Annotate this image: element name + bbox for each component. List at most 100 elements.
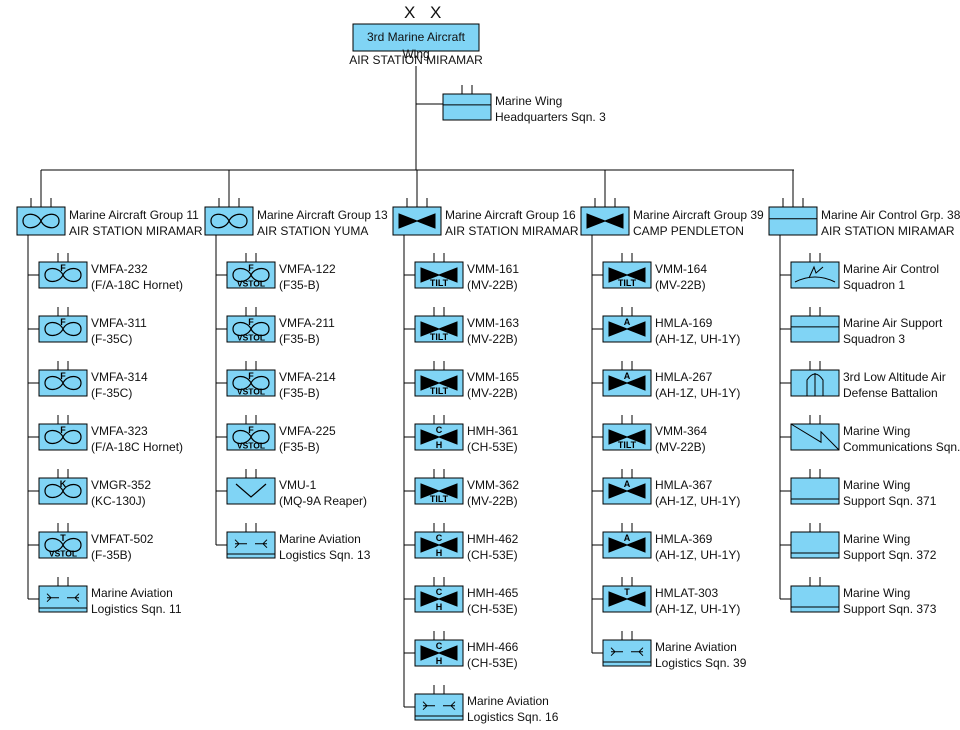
unit-symbol-3-2: A bbox=[602, 361, 652, 397]
unit-label-4-5-line2: Support Sqn. 372 bbox=[843, 548, 937, 562]
unit-symbol-4-1 bbox=[790, 307, 840, 343]
unit-label-2-8-line1: Marine Aviation bbox=[467, 694, 549, 708]
unit-frame bbox=[442, 93, 492, 121]
unit-label-2-2-line2: (MV-22B) bbox=[467, 386, 518, 400]
unit-label-2-1: VMM-163(MV-22B) bbox=[467, 315, 519, 347]
unit-label-4-1-line2: Squadron 3 bbox=[843, 332, 906, 346]
rotary-wing-icon bbox=[608, 483, 646, 499]
unit-symbol-2-5: CH bbox=[414, 523, 464, 559]
unit-symbol-4-6 bbox=[790, 577, 840, 613]
mission-modifier-f: F bbox=[60, 425, 66, 435]
hq-label-line2: Headquarters Sqn. 3 bbox=[495, 110, 606, 124]
unit-frame bbox=[790, 315, 840, 343]
rotary-wing-icon bbox=[420, 429, 458, 445]
group-symbol-2 bbox=[392, 198, 442, 236]
cargo-modifier: C bbox=[436, 641, 443, 651]
unit-label-1-2: VMFA-214(F35-B) bbox=[279, 369, 336, 401]
unit-frame bbox=[768, 206, 818, 236]
group-label-2-line1: Marine Aircraft Group 16 bbox=[445, 208, 576, 222]
unit-label-3-2-line2: (AH-1Z, UH-1Y) bbox=[655, 386, 741, 400]
unit-label-2-7-line1: HMH-466 bbox=[467, 640, 519, 654]
unit-symbol-4-3 bbox=[790, 415, 840, 451]
unit-label-2-6-line1: HMH-465 bbox=[467, 586, 519, 600]
rotary-wing-icon bbox=[420, 645, 458, 661]
unit-label-4-6-line1: Marine Wing bbox=[843, 586, 911, 600]
unit-symbol-2-7: CH bbox=[414, 631, 464, 667]
mission-modifier-f: F bbox=[248, 317, 254, 327]
group-symbol-1 bbox=[204, 198, 254, 236]
unit-label-3-6-line2: (AH-1Z, UH-1Y) bbox=[655, 602, 741, 616]
unit-label-1-0-line2: (F35-B) bbox=[279, 278, 320, 292]
unit-label-1-1-line2: (F35-B) bbox=[279, 332, 320, 346]
wing-name: 3rd Marine Aircraft Wing bbox=[366, 30, 466, 61]
unit-label-3-2: HMLA-267(AH-1Z, UH-1Y) bbox=[655, 369, 740, 401]
mission-modifier-f: F bbox=[60, 317, 66, 327]
unit-label-2-5: HMH-462(CH-53E) bbox=[467, 531, 518, 563]
hq-label-line1: Marine Wing bbox=[495, 94, 563, 108]
unit-label-0-2-line2: (F-35C) bbox=[91, 386, 133, 400]
group-label-4-line1: Marine Air Control Grp. 38 bbox=[821, 208, 960, 222]
unit-label-3-1-line1: HMLA-169 bbox=[655, 316, 713, 330]
unit-symbol-2-2: TILT bbox=[414, 361, 464, 397]
unit-symbol-4-4 bbox=[790, 469, 840, 505]
unit-label-4-3-line1: Marine Wing bbox=[843, 424, 911, 438]
hq-symbol bbox=[442, 85, 492, 121]
unit-symbol-2-3: CH bbox=[414, 415, 464, 451]
unit-label-0-0-line2: (F/A-18C Hornet) bbox=[91, 278, 184, 292]
unit-symbol-1-4 bbox=[226, 469, 276, 505]
logistics-icon bbox=[46, 593, 80, 603]
unit-label-0-4-line2: (KC-130J) bbox=[91, 494, 146, 508]
tilt-rotor-modifier: TILT bbox=[430, 494, 449, 504]
unit-label-4-0-line1: Marine Air Control bbox=[843, 262, 940, 276]
unit-label-0-6-line1: Marine Aviation bbox=[91, 586, 173, 600]
vstol-modifier: VSTOL bbox=[237, 279, 265, 289]
unit-label-3-1-line2: (AH-1Z, UH-1Y) bbox=[655, 332, 741, 346]
fixed-wing-icon bbox=[44, 537, 82, 553]
unit-symbol-4-5 bbox=[790, 523, 840, 559]
unit-label-3-5-line2: (AH-1Z, UH-1Y) bbox=[655, 548, 741, 562]
unit-frame bbox=[790, 531, 840, 559]
unit-label-1-3-line2: (F35-B) bbox=[279, 440, 320, 454]
tilt-rotor-modifier: TILT bbox=[618, 440, 637, 450]
vstol-modifier: VSTOL bbox=[237, 441, 265, 451]
unit-label-2-1-line2: (MV-22B) bbox=[467, 332, 518, 346]
unit-symbol-2-1: TILT bbox=[414, 307, 464, 343]
fixed-wing-icon bbox=[44, 429, 82, 445]
unit-label-2-3-line1: HMH-361 bbox=[467, 424, 519, 438]
cargo-modifier: C bbox=[436, 425, 443, 435]
unit-label-0-6-line2: Logistics Sqn. 11 bbox=[91, 602, 182, 616]
unit-label-0-2-line1: VMFA-314 bbox=[91, 370, 148, 384]
unit-label-0-5: VMFAT-502(F-35B) bbox=[91, 531, 153, 563]
unit-label-2-3-line2: (CH-53E) bbox=[467, 440, 518, 454]
rotary-wing-icon bbox=[586, 213, 624, 229]
unit-symbol-3-3: TILT bbox=[602, 415, 652, 451]
unit-frame bbox=[790, 585, 840, 613]
rotary-wing-icon bbox=[608, 591, 646, 607]
unit-label-0-4: VMGR-352(KC-130J) bbox=[91, 477, 151, 509]
unit-label-2-6: HMH-465(CH-53E) bbox=[467, 585, 518, 617]
unit-label-0-5-line1: VMFAT-502 bbox=[91, 532, 154, 546]
unit-label-1-5-line1: Marine Aviation bbox=[279, 532, 361, 546]
tilt-rotor-modifier: TILT bbox=[430, 386, 449, 396]
rotary-wing-icon bbox=[608, 537, 646, 553]
logistics-icon bbox=[234, 539, 268, 549]
unit-label-2-5-line2: (CH-53E) bbox=[467, 548, 518, 562]
unit-symbol-2-6: CH bbox=[414, 577, 464, 613]
mission-modifier-t: T bbox=[624, 587, 630, 597]
unit-frame bbox=[790, 261, 840, 289]
unit-label-4-1-line1: Marine Air Support bbox=[843, 316, 943, 330]
mission-modifier-t: T bbox=[60, 533, 66, 543]
fixed-wing-icon bbox=[44, 483, 82, 499]
group-label-0-line1: Marine Aircraft Group 11 bbox=[69, 208, 199, 222]
unit-label-3-6: HMLAT-303(AH-1Z, UH-1Y) bbox=[655, 585, 740, 617]
unit-label-4-2-line1: 3rd Low Altitude Air bbox=[843, 370, 946, 384]
